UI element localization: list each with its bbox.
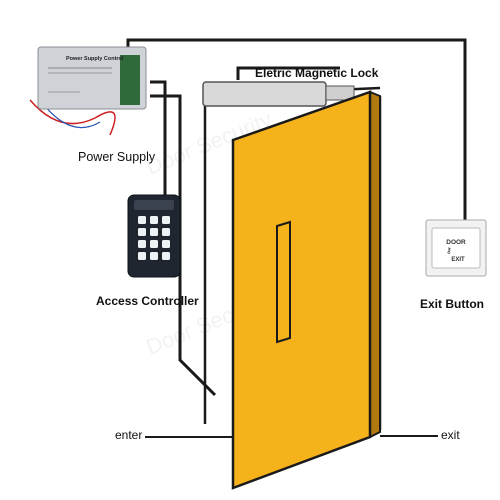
access-controller-keypad	[138, 216, 170, 260]
keypad-key	[150, 252, 158, 260]
exit-button-door-text: DOOR	[446, 239, 466, 246]
power-supply-label: Power Supply	[78, 150, 156, 164]
power-supply-terminal	[120, 55, 140, 105]
door-edge	[369, 90, 381, 439]
magnetic-lock-body	[202, 81, 327, 107]
key-icon: ⚷	[446, 246, 452, 255]
keypad-key	[150, 228, 158, 236]
door-window-slot	[276, 220, 291, 344]
magnetic-lock-armature	[325, 85, 355, 101]
power-supply-wires-red	[29, 99, 116, 136]
keypad-key	[162, 240, 170, 248]
magnetic-lock-device	[202, 81, 355, 107]
keypad-key	[138, 216, 146, 224]
access-controller-label: Access Controller	[96, 294, 199, 308]
keypad-key	[138, 228, 146, 236]
exit-label: exit	[441, 428, 460, 442]
access-controller-top	[134, 200, 174, 210]
wire-power-to-controller	[150, 80, 167, 200]
exit-button-label: Exit Button	[420, 297, 484, 311]
power-supply-device: Power Supply Control	[29, 46, 147, 136]
keypad-key	[138, 240, 146, 248]
keypad-key	[162, 216, 170, 224]
keypad-key	[150, 216, 158, 224]
keypad-key	[138, 252, 146, 260]
enter-label: enter	[115, 428, 143, 442]
keypad-key	[162, 228, 170, 236]
access-controller-device	[127, 194, 181, 278]
wire-power-to-exit-button	[126, 38, 467, 222]
door	[231, 90, 381, 490]
keypad-key	[150, 240, 158, 248]
keypad-key	[162, 252, 170, 260]
power-supply-header-text: Power Supply Control	[66, 56, 124, 62]
wire-lock-feed	[236, 66, 340, 80]
power-supply-case	[37, 46, 147, 110]
magnetic-lock-label: Eletric Magnetic Lock	[255, 66, 379, 80]
door-panel	[231, 90, 372, 490]
exit-button-exit-text: EXIT	[451, 257, 465, 263]
exit-button-face	[431, 227, 481, 269]
exit-button-device: DOOR ⚷ EXIT	[425, 219, 487, 277]
